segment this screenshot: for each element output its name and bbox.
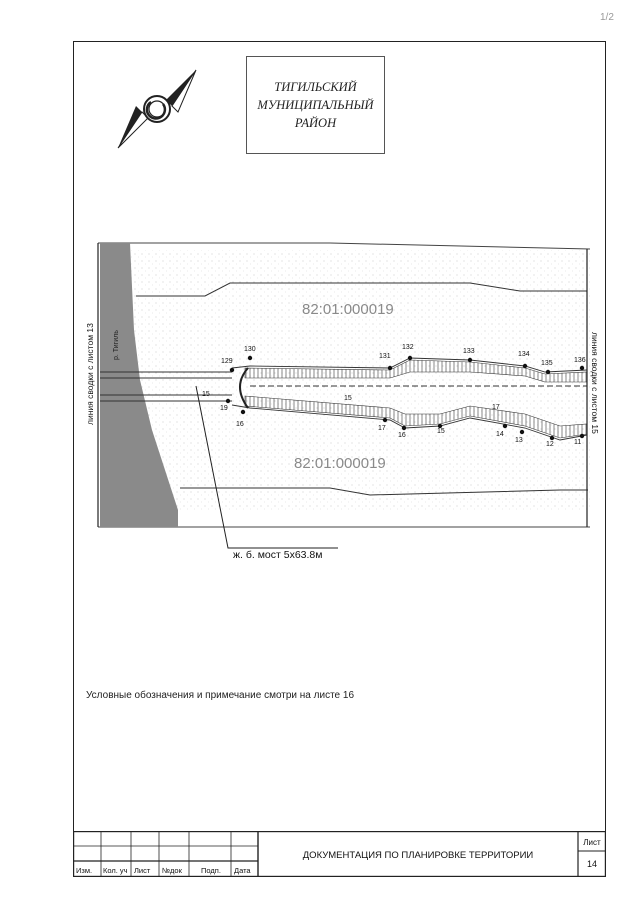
north-arrow-icon [117, 69, 197, 149]
point-label-129: 129 [221, 358, 233, 365]
road-corridor [100, 357, 588, 441]
stamp-col-data: Дата [234, 866, 251, 875]
parcel-boundary-top [136, 282, 587, 297]
stamp-sheet-number: 14 [587, 859, 597, 869]
inline-label-2: 17 [492, 404, 500, 411]
district-line-3: РАЙОН [294, 116, 337, 130]
point-label-b6: 13 [515, 437, 523, 444]
stamp-col-koluch: Кол. уч [103, 866, 128, 875]
bridge-label: ж. б. мост 5х63.8м [233, 549, 323, 561]
point-label-b0: 19 [220, 405, 228, 412]
district-line-2: МУНИЦИПАЛЬНЫЙ [257, 98, 374, 112]
bridge-leader-line [195, 385, 338, 549]
stamp-document-title: ДОКУМЕНТАЦИЯ ПО ПЛАНИРОВКЕ ТЕРРИТОРИИ [303, 850, 534, 861]
point-label-134: 134 [518, 351, 530, 358]
inline-label-1: 15 [344, 395, 352, 402]
survey-points [225, 355, 585, 441]
district-line-1: ТИГИЛЬСКИЙ [274, 80, 357, 94]
stamp-sheet-label: Лист [583, 838, 601, 847]
point-label-b4: 15 [437, 428, 445, 435]
point-label-b8: 11 [574, 439, 581, 446]
river-label: р. Тигиль [113, 330, 120, 360]
point-label-b3: 16 [398, 432, 406, 439]
point-label-133: 133 [463, 348, 475, 355]
district-title-box: ТИГИЛЬСКИЙ МУНИЦИПАЛЬНЫЙ РАЙОН [246, 56, 385, 154]
stamp-col-ndok: №док [162, 866, 183, 875]
stamp-col-list: Лист [134, 866, 151, 875]
stamp-col-izm: Изм. [76, 866, 92, 875]
inline-label-0: 15 [202, 391, 210, 398]
point-label-132: 132 [402, 344, 414, 351]
parcel-label-top: 82:01:000019 [302, 301, 394, 318]
river-area [100, 243, 178, 527]
point-label-b1: 16 [236, 421, 244, 428]
point-label-136: 136 [574, 357, 586, 364]
terrain-stipple [130, 250, 590, 510]
point-label-131: 131 [379, 353, 391, 360]
match-line-left-label: линия сводки с листом 13 [85, 323, 95, 425]
title-block: Изм. Кол. уч Лист №док Подп. Дата ДОКУМЕ… [73, 831, 606, 877]
match-line-right-label: линия сводки с листом 15 [590, 332, 600, 434]
corner-mark: 1/2 [600, 12, 614, 23]
point-label-b7: 12 [546, 441, 554, 448]
bridge-abutment [239, 367, 249, 409]
map-top-boundary [98, 242, 591, 250]
point-label-130: 130 [244, 346, 256, 353]
point-label-b2: 17 [378, 425, 386, 432]
parcel-boundary-bottom [180, 487, 588, 496]
point-label-135: 135 [541, 360, 553, 367]
stamp-col-podp: Подп. [201, 866, 221, 875]
parcel-label-bottom: 82:01:000019 [294, 455, 386, 472]
legend-note: Условные обозначения и примечание смотри… [86, 690, 355, 701]
point-label-b5: 14 [496, 431, 504, 438]
